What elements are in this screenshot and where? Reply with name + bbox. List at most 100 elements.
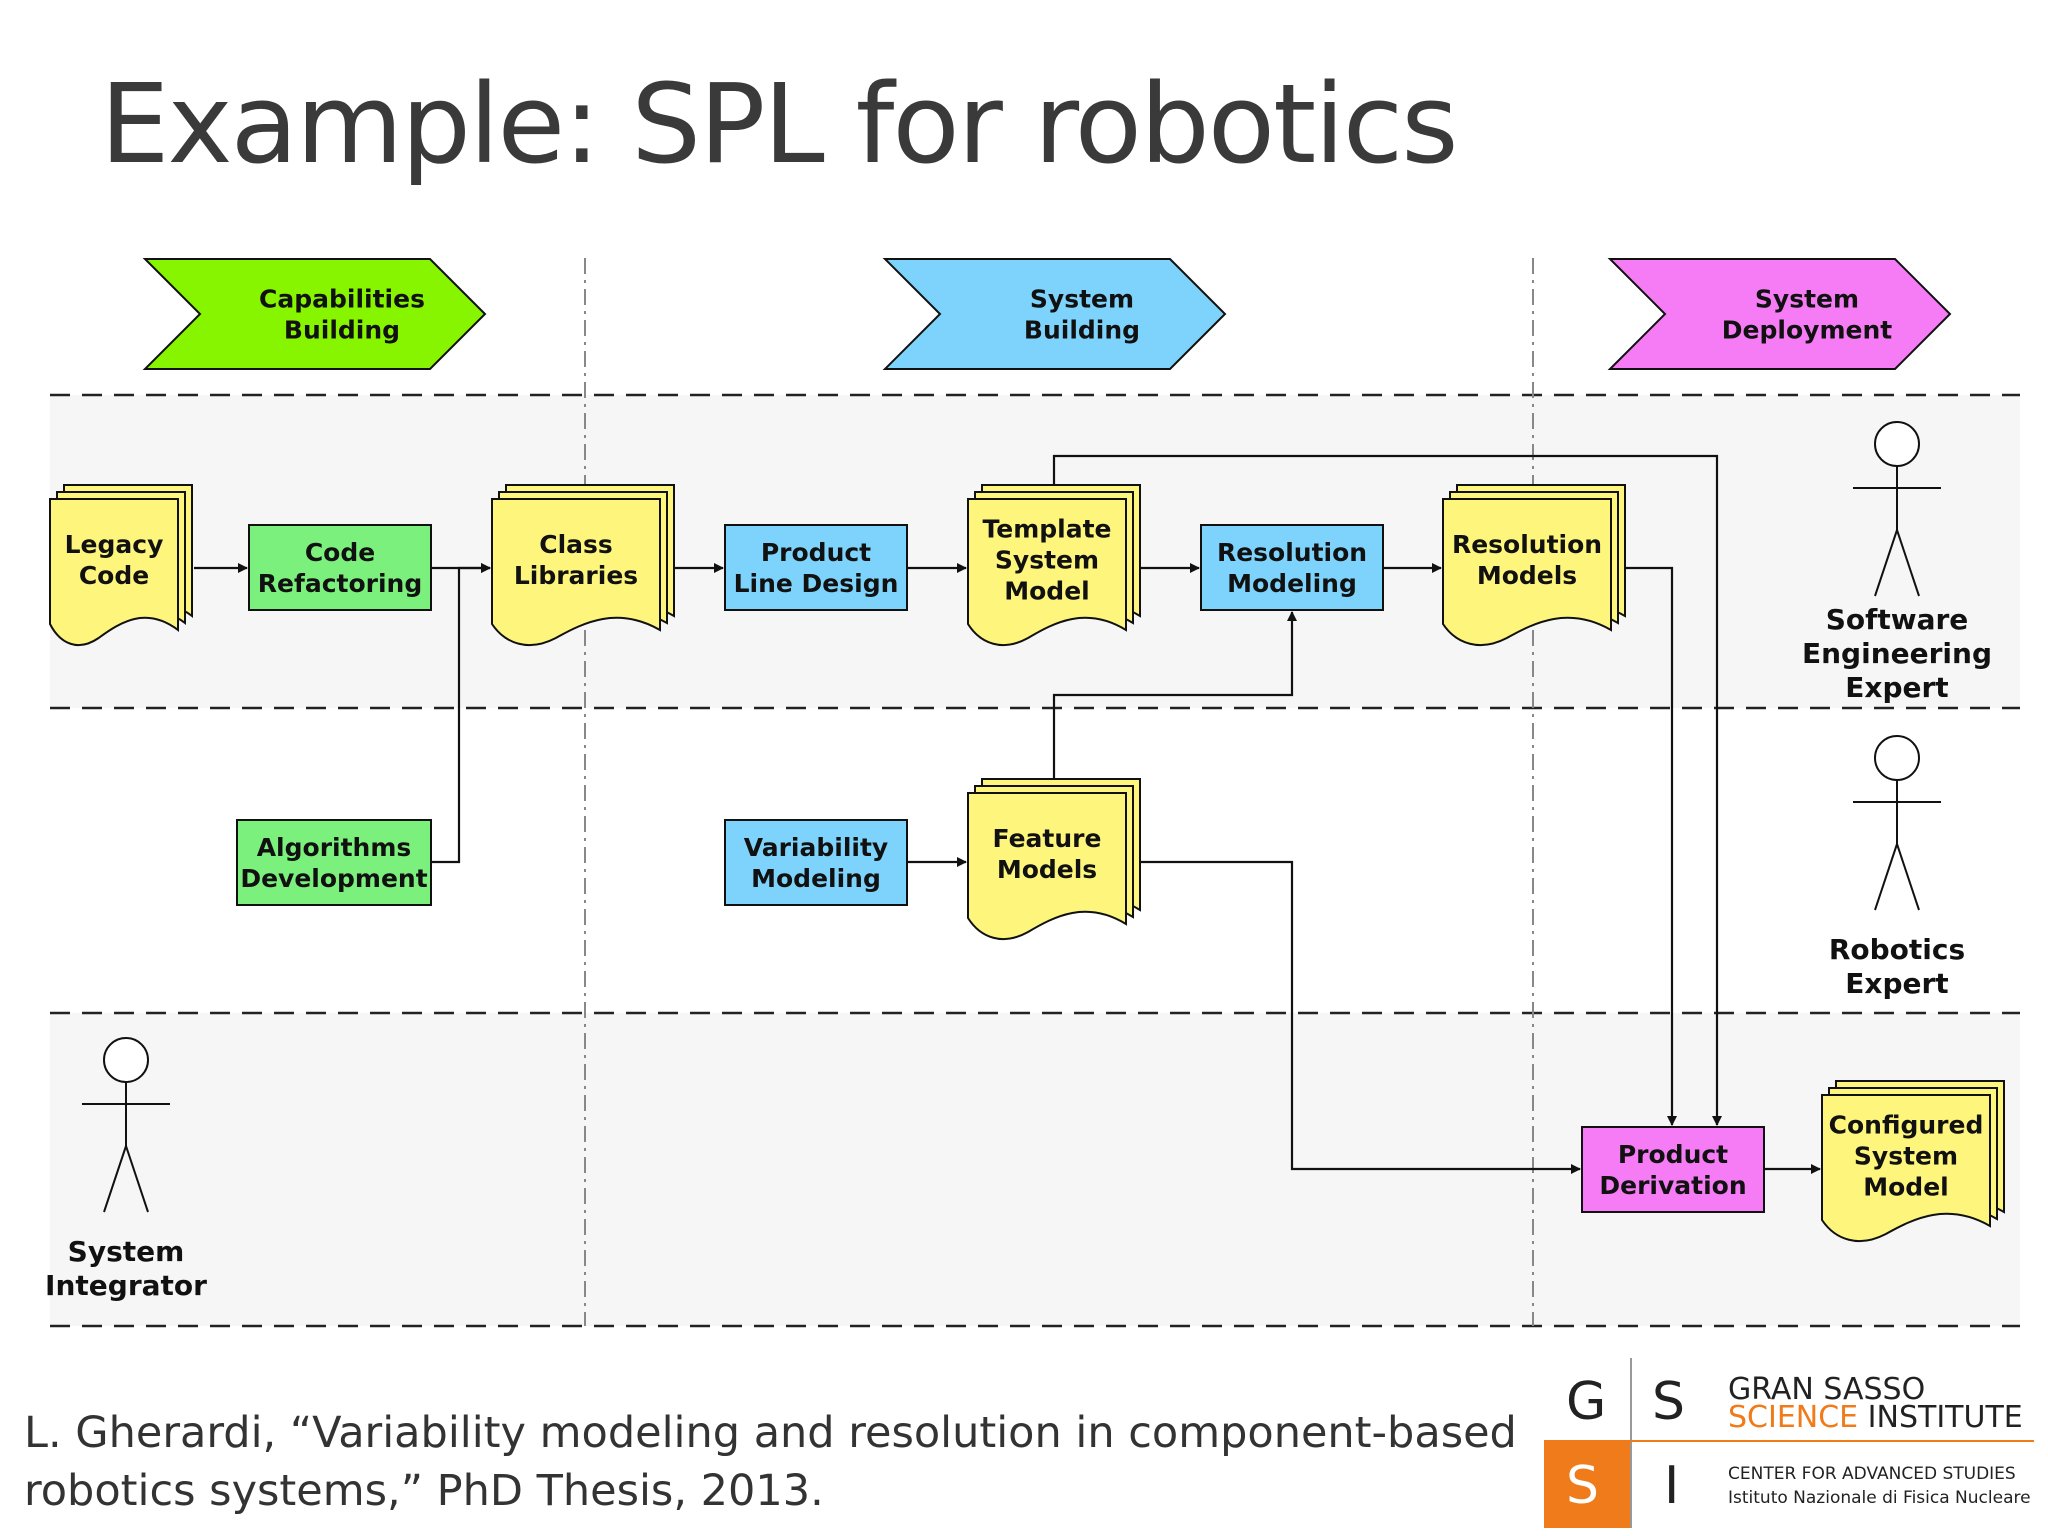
document-shape — [491, 498, 661, 647]
node-template-system-model-label-line-1: Template — [983, 515, 1112, 544]
logo-sub-line1: CENTER FOR ADVANCED STUDIES — [1728, 1464, 2016, 1484]
citation-line-2: robotics systems,” PhD Thesis, 2013. — [24, 1466, 824, 1516]
actor-software-engineering-expert-label-line-3: Expert — [1845, 671, 1948, 704]
document-shape — [1821, 1094, 1991, 1243]
node-resolution-models-label-line-2: Models — [1477, 561, 1577, 590]
process-box — [1200, 524, 1384, 611]
phase-system-building-label-line-1: System — [1030, 285, 1134, 314]
node-configured-system-model-label-line-1: Configured — [1829, 1111, 1984, 1140]
document-shape — [967, 498, 1127, 647]
document-shape — [1442, 498, 1612, 647]
node-configured-system-model-label-line-2: System — [1854, 1142, 1958, 1171]
actor-software-engineering-expert-label-line-1: Software — [1826, 603, 1969, 636]
node-configured-system-model-label-line-3: Model — [1863, 1173, 1948, 1202]
node-product-derivation-label-line-2: Derivation — [1599, 1171, 1746, 1200]
edge-feature-models-to-product-derivation — [1141, 860, 1581, 1174]
logo-name-institute: INSTITUTE — [1858, 1400, 2023, 1435]
logo-divider-v2 — [1630, 1442, 1632, 1528]
node-code-refactoring-label-line-2: Refactoring — [258, 569, 423, 598]
logo-letter-g: G — [1566, 1372, 1607, 1432]
logo-divider-h — [1544, 1440, 2034, 1442]
phase-chevron — [882, 258, 1227, 370]
logo-sub-line2: Istituto Nazionale di Fisica Nucleare — [1728, 1488, 2031, 1508]
flow-edges — [194, 454, 1821, 1174]
process-box — [248, 524, 432, 611]
logo-name-line2: SCIENCE INSTITUTE — [1728, 1400, 2023, 1435]
node-resolution-modeling-label-line-1: Resolution — [1217, 538, 1367, 567]
logo-name-science: SCIENCE — [1728, 1400, 1859, 1435]
document-shape — [967, 792, 1127, 941]
actor-software-engineering-expert-label-line-2: Engineering — [1802, 637, 1992, 670]
node-feature-models-label-line-1: Feature — [993, 824, 1102, 853]
process-box — [724, 524, 908, 611]
citation: L. Gherardi, “Variability modeling and r… — [24, 1404, 1517, 1520]
actor-robotics-expert-label-line-2: Expert — [1845, 967, 1948, 1000]
process-nodes: LegacyCodeCodeRefactoringClassLibrariesP… — [49, 484, 2005, 1243]
node-resolution-modeling-label-line-2: Modeling — [1227, 569, 1357, 598]
node-variability-modeling-label-line-1: Variability — [744, 833, 888, 862]
node-template-system-model-label-line-3: Model — [1004, 577, 1089, 606]
node-product-line-design-label-line-1: Product — [761, 538, 871, 567]
logo-letter-i: I — [1664, 1456, 1680, 1516]
node-product-line-design-label-line-2: Line Design — [734, 569, 899, 598]
actor-system-integrator-label-line-2: Integrator — [45, 1269, 207, 1302]
person-icon — [1853, 735, 1941, 911]
logo-orange-square — [1544, 1442, 1630, 1528]
phase-deployment-label-line-1: System — [1755, 285, 1859, 314]
node-algorithms-development-label-line-1: Algorithms — [257, 833, 412, 862]
process-box — [236, 819, 432, 906]
process-box — [724, 819, 908, 906]
edge-template-system-model-to-product-derivation — [1052, 454, 1722, 1126]
node-resolution-models-label-line-1: Resolution — [1452, 530, 1602, 559]
logo-letter-s1: S — [1652, 1372, 1686, 1432]
node-class-libraries-label-line-2: Libraries — [514, 561, 638, 590]
node-legacy-code-label-line-2: Code — [79, 561, 149, 590]
logo-divider-v1 — [1630, 1358, 1632, 1440]
phase-deployment-label-line-2: Deployment — [1722, 316, 1892, 345]
gssi-logo: G S S I GRAN SASSO SCIENCE INSTITUTE CEN… — [1544, 1356, 2034, 1528]
node-feature-models-label-line-2: Models — [997, 855, 1097, 884]
node-product-derivation-label-line-1: Product — [1618, 1140, 1728, 1169]
edge-algorithms-development-to-class-libraries — [432, 563, 491, 864]
logo-letter-s2: S — [1566, 1456, 1600, 1516]
actors: SoftwareEngineeringExpertRoboticsExpertS… — [45, 421, 1992, 1302]
phase-system-building-label-line-2: Building — [1024, 316, 1140, 345]
edge-resolution-models-to-product-derivation — [1626, 566, 1677, 1126]
node-code-refactoring-label-line-1: Code — [305, 538, 375, 567]
node-algorithms-development-label-line-2: Development — [240, 864, 427, 893]
node-variability-modeling-label-line-2: Modeling — [751, 864, 881, 893]
citation-line-1: L. Gherardi, “Variability modeling and r… — [24, 1408, 1517, 1458]
node-template-system-model-label-line-2: System — [995, 546, 1099, 575]
slide-title: Example: SPL for robotics — [100, 60, 1459, 188]
actor-system-integrator-label-line-1: System — [68, 1235, 185, 1268]
actor-robotics-expert-label-line-1: Robotics — [1829, 933, 1965, 966]
lane-separators — [50, 258, 2020, 1328]
phase-chevron — [142, 258, 487, 370]
phase-banners: CapabilitiesBuildingSystemBuildingSystem… — [142, 258, 1952, 370]
node-class-libraries-label-line-1: Class — [539, 530, 613, 559]
person-icon — [82, 1037, 170, 1213]
phase-chevron — [1607, 258, 1952, 370]
phase-capabilities-label-line-2: Building — [284, 316, 400, 345]
phase-capabilities-label-line-1: Capabilities — [259, 285, 425, 314]
node-legacy-code-label-line-1: Legacy — [65, 530, 164, 559]
person-icon — [1853, 421, 1941, 597]
